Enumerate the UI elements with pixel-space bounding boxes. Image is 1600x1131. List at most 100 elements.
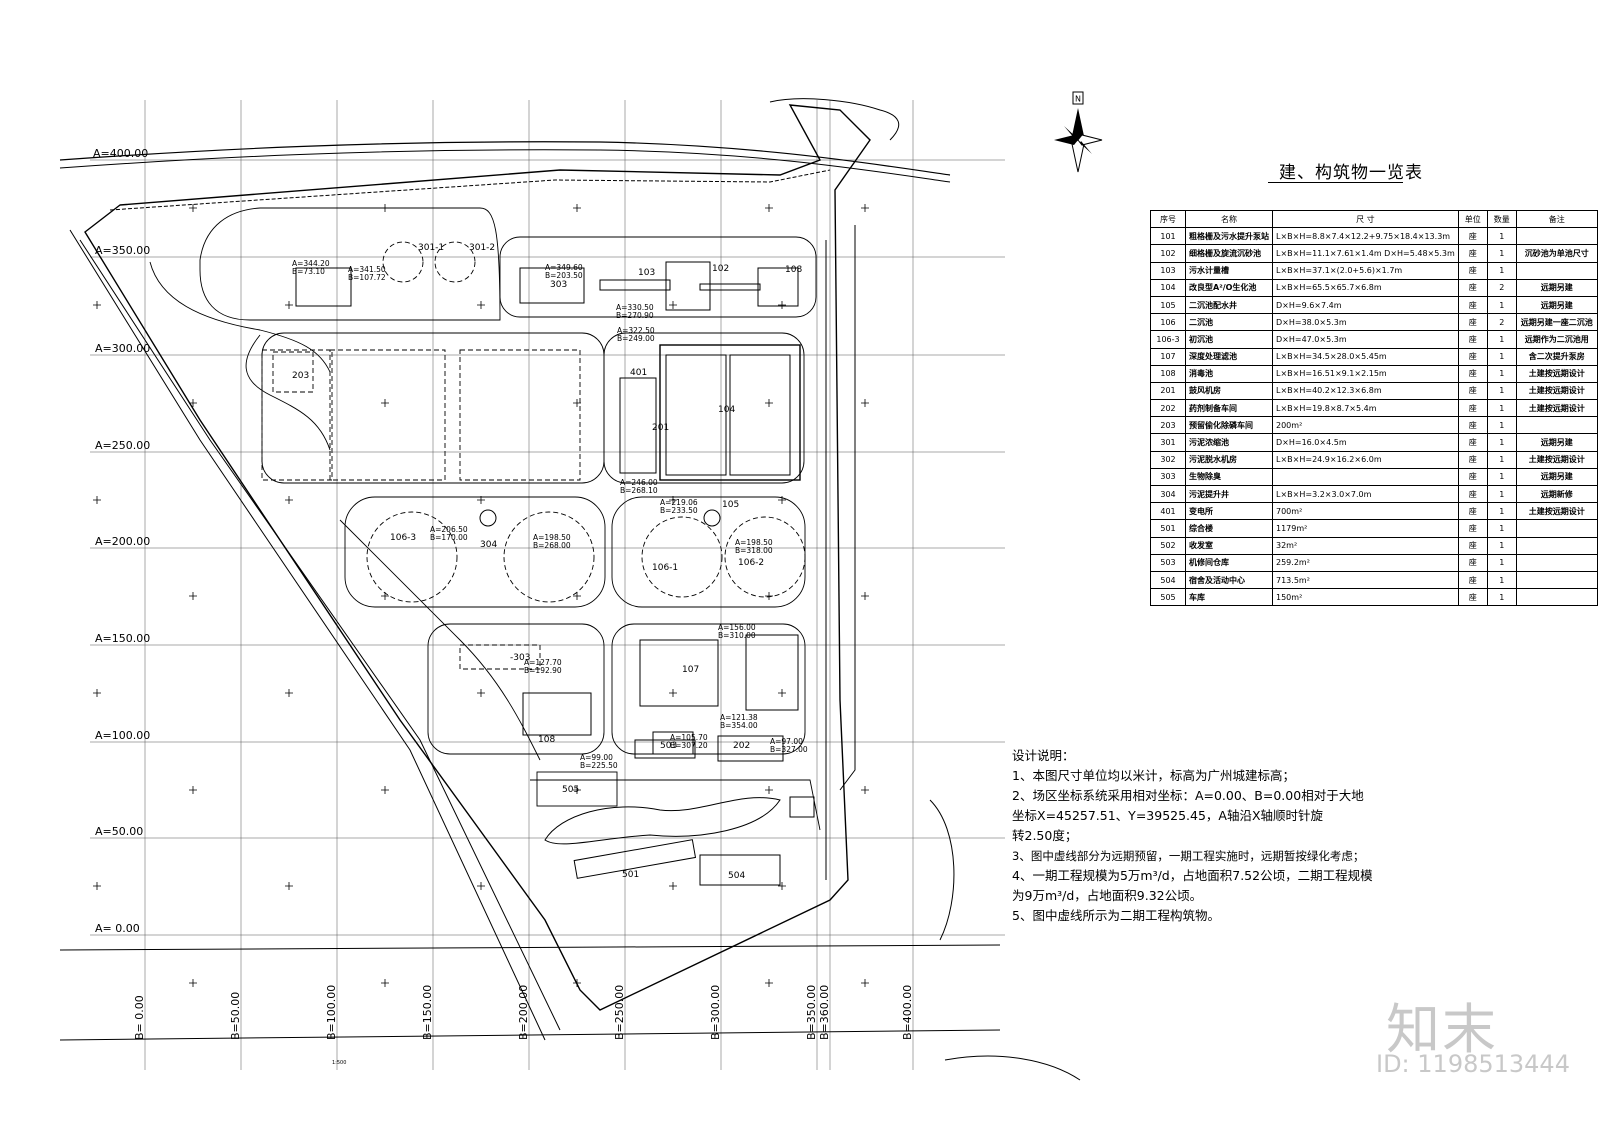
table-cell: 沉砂池为单池尺寸 bbox=[1515, 244, 1598, 263]
table-cell: L×B×H=19.8×8.7×5.4m bbox=[1272, 399, 1459, 418]
table-cell: 土建按远期设计 bbox=[1515, 364, 1598, 383]
grid-cross bbox=[778, 689, 786, 697]
coordinate-label: B=233.50 bbox=[660, 506, 698, 515]
table-cell: L×B×H=37.1×(2.0+5.6)×1.7m bbox=[1272, 261, 1459, 280]
table-cell: 1 bbox=[1486, 588, 1517, 607]
table-cell: 座 bbox=[1457, 244, 1488, 263]
coordinate-label: B=327.00 bbox=[770, 745, 808, 754]
site-boundary bbox=[59, 98, 1081, 1081]
b-axis-label: B=350.00 bbox=[805, 985, 818, 1040]
table-cell: 1 bbox=[1486, 295, 1517, 315]
a-axis-label: A=200.00 bbox=[95, 535, 150, 548]
structure-label: 301-2 bbox=[469, 243, 495, 253]
notes-line: 为9万m³/d，占地面积9.32公顷。 bbox=[1012, 888, 1203, 903]
coordinate-label: B=268.10 bbox=[620, 486, 658, 495]
table-cell: 预留偷化除磷车间 bbox=[1185, 416, 1273, 435]
grid-cross bbox=[573, 204, 581, 212]
notes-line: 4、一期工程规模为5万m³/d，占地面积7.52公顷，二期工程规模 bbox=[1012, 868, 1373, 883]
grid-cross bbox=[669, 301, 677, 309]
table-cell: 远期另建一座二沉池 bbox=[1515, 313, 1598, 332]
grid-cross bbox=[765, 592, 773, 600]
table-cell: 远期另建 bbox=[1515, 278, 1598, 297]
grid-cross bbox=[189, 979, 197, 987]
table-cell: 药剂制备车间 bbox=[1185, 399, 1273, 418]
table-cell: 座 bbox=[1457, 227, 1488, 246]
coordinate-label: A=127.70 bbox=[524, 658, 562, 667]
table-cell: 含二次提升泵房 bbox=[1515, 347, 1598, 366]
table-cell: 综合楼 bbox=[1185, 519, 1273, 538]
table-cell: 宿舍及活动中心 bbox=[1185, 570, 1273, 590]
table-cell: L×B×H=11.1×7.61×1.4m D×H=5.48×5.3m bbox=[1272, 244, 1459, 263]
table-header-row: 序号 名称 尺 寸 单位 数量 备注 bbox=[1150, 209, 1598, 229]
grid-cross bbox=[285, 882, 293, 890]
table-cell: 初沉池 bbox=[1185, 330, 1273, 349]
a-axis-label: A=150.00 bbox=[95, 632, 150, 645]
coordinate-label: A=99.00 bbox=[580, 753, 613, 762]
grid-cross bbox=[285, 301, 293, 309]
table-cell: L×B×H=8.8×7.4×12.2+9.75×18.4×13.3m bbox=[1272, 227, 1459, 246]
table-title: 建、构筑物一览表 bbox=[1279, 163, 1423, 183]
table-cell: D×H=16.0×4.5m bbox=[1272, 433, 1459, 452]
coordinate-label: A=219.06 bbox=[660, 498, 698, 507]
table-cell: 污泥提升井 bbox=[1185, 484, 1273, 504]
table-cell: 座 bbox=[1457, 450, 1488, 469]
table-cell bbox=[1515, 536, 1598, 555]
table-cell: 污泥脱水机房 bbox=[1185, 450, 1273, 469]
coordinate-label: A=97.00 bbox=[770, 737, 803, 746]
table-cell: 1 bbox=[1486, 347, 1517, 366]
table-cell: 103 bbox=[1150, 261, 1186, 280]
table-cell: 座 bbox=[1457, 295, 1488, 315]
table-cell bbox=[1515, 261, 1598, 280]
table-cell: 108 bbox=[1150, 364, 1186, 383]
a-axis-label: A=300.00 bbox=[95, 342, 150, 355]
table-cell: 土建按远期设计 bbox=[1515, 502, 1598, 521]
table-cell: L×B×H=3.2×3.0×7.0m bbox=[1272, 484, 1459, 504]
notes-line: 2、场区坐标系统采用相对坐标：A=0.00、B=0.00相对于大地 bbox=[1012, 788, 1364, 803]
future-structures bbox=[261, 241, 806, 670]
table-cell: 1 bbox=[1486, 536, 1517, 555]
table-cell: 远期作为二沉池用 bbox=[1515, 330, 1598, 349]
a-axis-label: A= 0.00 bbox=[95, 922, 140, 935]
coordinate-label: A=121.38 bbox=[720, 713, 758, 722]
table-cell bbox=[1515, 519, 1598, 538]
coordinate-label: B=192.90 bbox=[524, 666, 562, 675]
table-cell: D×H=38.0×5.3m bbox=[1272, 313, 1459, 332]
table-cell: 1 bbox=[1486, 381, 1517, 401]
coordinate-label: A=246.00 bbox=[620, 478, 658, 487]
structure-label: 503 bbox=[660, 741, 677, 751]
grid-cross bbox=[861, 204, 869, 212]
table-cell: 713.5m² bbox=[1272, 570, 1459, 590]
table-cell: 1179m² bbox=[1272, 519, 1459, 538]
table-cell: 203 bbox=[1150, 416, 1186, 435]
table-cell: 107 bbox=[1150, 347, 1186, 366]
grid-cross bbox=[669, 882, 677, 890]
coordinate-label: A=341.50 bbox=[348, 265, 386, 274]
grid-cross bbox=[765, 399, 773, 407]
table-cell: 106 bbox=[1150, 313, 1186, 332]
table-cell: 座 bbox=[1457, 570, 1488, 590]
grid-cross bbox=[381, 204, 389, 212]
table-cell: 302 bbox=[1150, 450, 1186, 469]
table-cell: 101 bbox=[1150, 227, 1186, 246]
table-cell: 1 bbox=[1486, 244, 1517, 263]
coordinate-label: B=225.50 bbox=[580, 761, 618, 770]
table-cell: 座 bbox=[1457, 433, 1488, 452]
notes-line: 3、图中虚线部分为远期预留，一期工程实施时，远期暂按绿化考虑； bbox=[1012, 849, 1365, 863]
table-cell: 变电所 bbox=[1185, 502, 1273, 521]
grid-cross bbox=[669, 496, 677, 504]
structure-label: 301-1 bbox=[418, 243, 444, 253]
road-line bbox=[59, 944, 1001, 951]
coordinate-label: A=330.50 bbox=[616, 303, 654, 312]
table-cell: 1 bbox=[1486, 570, 1517, 590]
table-cell: 二沉池 bbox=[1185, 313, 1273, 332]
table-cell: 1 bbox=[1486, 433, 1517, 452]
table-cell: 座 bbox=[1457, 381, 1488, 401]
table-cell: 鼓风机房 bbox=[1185, 381, 1273, 401]
grid-cross bbox=[573, 592, 581, 600]
b-axis-label: B= 0.00 bbox=[133, 995, 146, 1040]
